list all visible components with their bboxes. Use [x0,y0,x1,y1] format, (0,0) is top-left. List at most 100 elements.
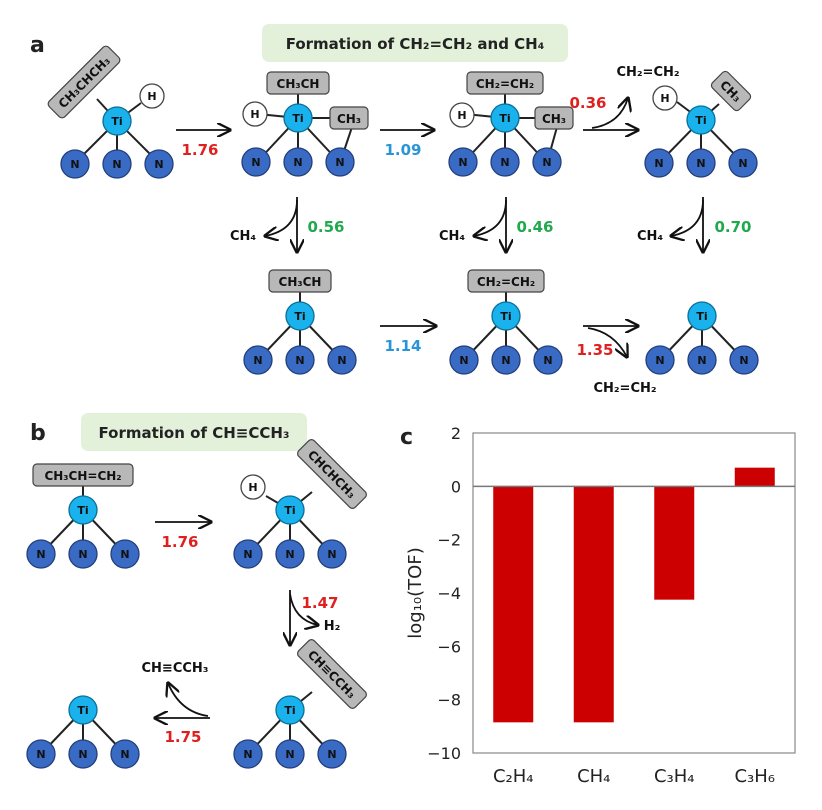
adsorbate-group [266,71,330,95]
product-label: CH≡CCH₃ [142,661,209,676]
h-atom-label: H [147,90,156,103]
product-release-arrow [289,593,318,625]
plot-frame [472,432,796,754]
adsorbate-group [296,638,368,710]
panel-a: a Formation of CH₂=CH₂ and CH₄ CH₃CHCH₃ … [30,24,759,396]
adsorbate-group [296,438,368,510]
product-release-arrow [265,199,298,236]
h-atom-label: H [457,109,466,122]
adsorbate-group [467,269,545,293]
adsorbate-group [710,70,752,112]
x-category-label: C₃H₆ [734,766,775,787]
n-atom [317,539,347,569]
n-atom [533,345,563,375]
y-tick-label: −10 [427,744,461,763]
bar-2 [654,486,695,600]
ti-atom-label: Ti [695,114,706,127]
n-atom [243,345,273,375]
adsorbate-group [466,71,544,95]
barrier-value: 1.76 [181,141,218,159]
h-atom [242,101,268,127]
n-atom-label: N [295,354,304,367]
adsorbate-label: CHCHCH₃ [305,448,359,502]
panel-b-title: Formation of CH≡CCH₃ [99,424,290,442]
n-atom-label: N [335,156,344,169]
n-atom-label: N [285,748,294,761]
n-atom-label: N [542,156,551,169]
adsorbate-label: CH₂=CH₂ [476,77,534,91]
adsorbate-group [329,106,369,130]
barrier-value: 0.70 [714,218,751,236]
ti-atom [686,105,716,135]
ti-atom-label: Ti [111,115,122,128]
h-atom [240,474,266,500]
y-axis-label: log₁₀(TOF) [405,547,426,638]
adsorbate-group [32,463,134,487]
bar-3 [734,467,775,487]
n-atom-label: N [655,354,664,367]
x-category-label: C₂H₄ [493,766,534,787]
ti-atom-label: Ti [292,112,303,125]
n-atom-label: N [739,354,748,367]
n-atom [327,345,357,375]
x-category-label: CH₄ [577,766,610,787]
product-release-arrow [474,199,507,236]
n-atom-label: N [243,748,252,761]
n-atom-label: N [738,157,747,170]
n-atom-label: N [285,548,294,561]
n-atom [449,345,479,375]
ti-atom [687,301,717,331]
n-atom-label: N [293,156,302,169]
adsorbate-label: CH₃CHCH₃ [56,54,113,111]
ti-atom [68,695,98,725]
n-atom-label: N [654,157,663,170]
n-atom [233,739,263,769]
n-atom [728,148,758,178]
n-atom [102,149,132,179]
n-atom [68,739,98,769]
n-atom-label: N [120,548,129,561]
n-atom-label: N [78,548,87,561]
n-atom [283,147,313,177]
n-atom-label: N [337,354,346,367]
ti-atom [285,301,315,331]
adsorbate-label: CH≡CCH₃ [305,648,359,702]
product-release-arrow [168,683,209,717]
n-atom [60,149,90,179]
ti-atom-label: Ti [499,112,510,125]
n-atom-label: N [243,548,252,561]
n-atom [325,147,355,177]
ti-atom [490,103,520,133]
n-atom-label: N [543,354,552,367]
barrier-value: 0.56 [307,218,344,236]
product-release-arrow [671,199,704,236]
n-atom-label: N [327,748,336,761]
n-atom-label: N [458,156,467,169]
n-atom [687,345,717,375]
ti-atom-label: Ti [77,504,88,517]
n-atom [686,148,716,178]
panel-b-label: b [30,421,46,446]
barrier-value: 1.14 [384,337,421,355]
product-label: CH₄ [230,229,256,244]
panel-a-title: Formation of CH₂=CH₂ and CH₄ [286,35,545,53]
h-atom [652,85,678,111]
product-label: H₂ [324,619,341,634]
